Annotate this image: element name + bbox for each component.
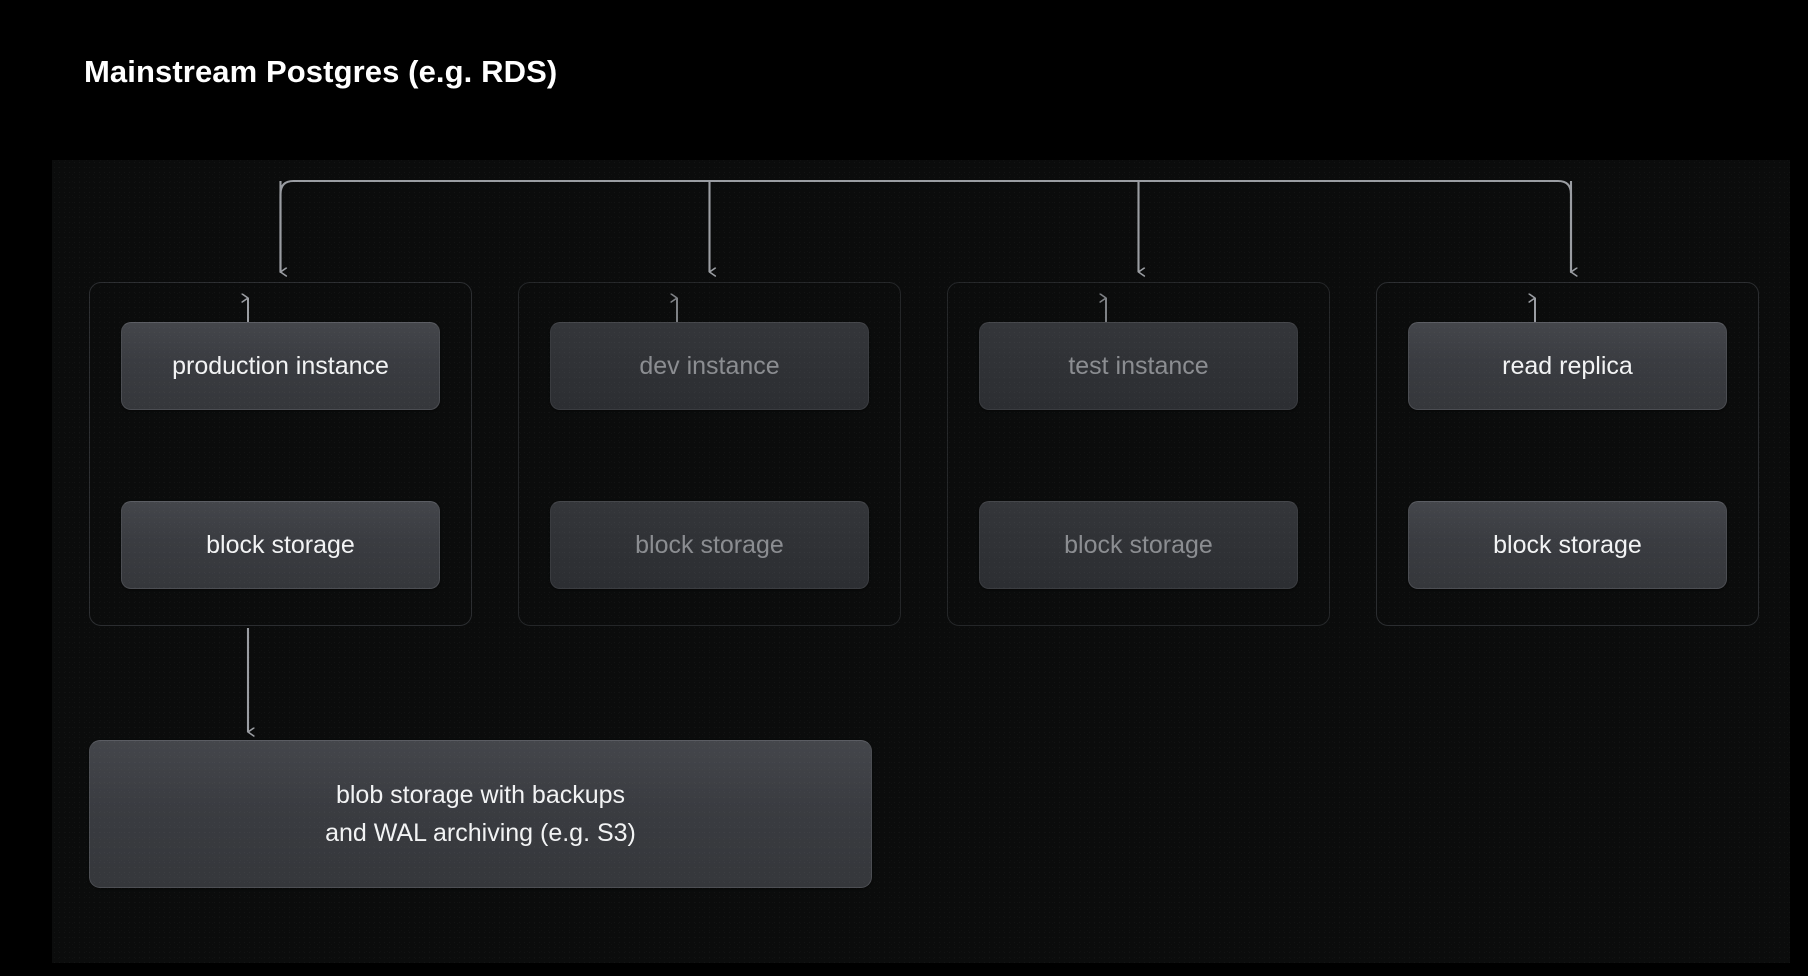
- diagram-canvas: production instance block storage dev in…: [52, 160, 1790, 963]
- top-bus-connector: [279, 179, 1572, 272]
- node-dev-instance[interactable]: dev instance: [550, 322, 869, 410]
- group-production[interactable]: production instance block storage: [89, 282, 472, 626]
- node-test-block-storage[interactable]: block storage: [979, 501, 1298, 589]
- blob-storage-line-2: and WAL archiving (e.g. S3): [325, 819, 636, 847]
- node-test-instance[interactable]: test instance: [979, 322, 1298, 410]
- page-title: Mainstream Postgres (e.g. RDS): [84, 54, 558, 89]
- node-dev-block-storage[interactable]: block storage: [550, 501, 869, 589]
- group-test[interactable]: test instance block storage: [947, 282, 1330, 626]
- node-read-replica[interactable]: read replica: [1408, 322, 1727, 410]
- group-read-replica[interactable]: read replica block storage: [1376, 282, 1759, 626]
- node-production-instance[interactable]: production instance: [121, 322, 440, 410]
- blob-storage-line-1: blob storage with backups: [335, 781, 626, 809]
- node-blob-storage[interactable]: blob storage with backups and WAL archiv…: [89, 740, 872, 888]
- node-production-block-storage[interactable]: block storage: [121, 501, 440, 589]
- group-dev[interactable]: dev instance block storage: [518, 282, 901, 626]
- node-read-replica-block-storage[interactable]: block storage: [1408, 501, 1727, 589]
